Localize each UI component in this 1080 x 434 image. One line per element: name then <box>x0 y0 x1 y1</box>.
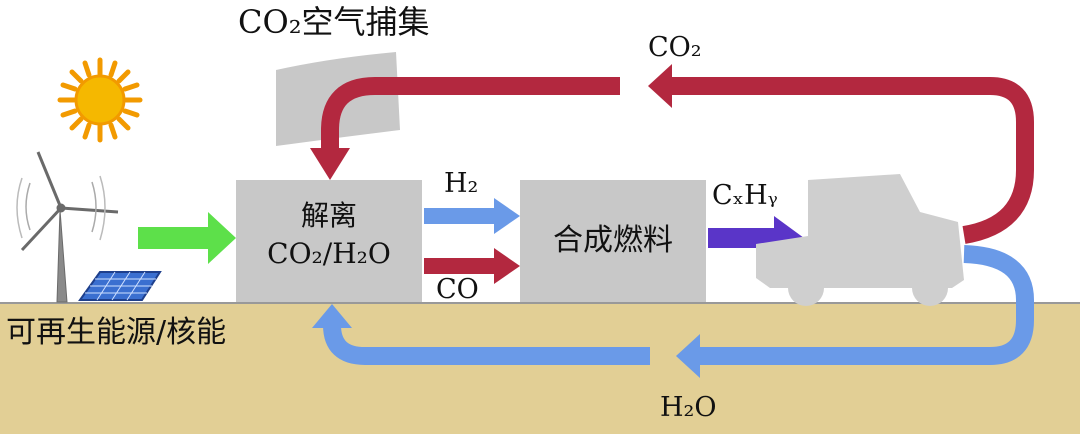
dissociation-box-text: 解离 CO₂/H₂O <box>236 199 422 271</box>
h2-label: H₂ <box>444 168 479 199</box>
dissociation-formula: CO₂/H₂O <box>267 237 391 271</box>
h2o-return-label: H₂O <box>660 392 717 423</box>
co2-arrowhead-mid <box>648 64 672 108</box>
sun-icon <box>57 57 143 143</box>
h2o-arrowhead-mid <box>676 334 700 378</box>
ground <box>0 303 1080 434</box>
synthesis-box-text: 合成燃料 <box>553 223 673 258</box>
h2o-arrowhead-up <box>312 304 352 328</box>
energy-input-arrow <box>138 212 236 264</box>
dissociation-box <box>236 180 422 302</box>
car-icon <box>756 174 964 306</box>
air-capture-label: CO₂空气捕集 <box>238 3 430 41</box>
synthesis-box <box>520 180 706 302</box>
cxhy-label: CₓHᵧ <box>712 180 778 211</box>
co-label: CO <box>436 274 479 305</box>
renewable-energy-label: 可再生能源/核能 <box>6 315 227 350</box>
wind-turbine-icon <box>16 151 119 303</box>
dissociation-title: 解离 <box>300 199 357 232</box>
co-arrow <box>424 248 520 284</box>
co2-return-label: CO₂ <box>648 32 702 63</box>
h2-arrow <box>424 198 520 234</box>
co2-return-arrow <box>321 77 1034 244</box>
solar-panel-icon <box>78 271 162 301</box>
co2-arrowhead-down <box>310 148 350 180</box>
